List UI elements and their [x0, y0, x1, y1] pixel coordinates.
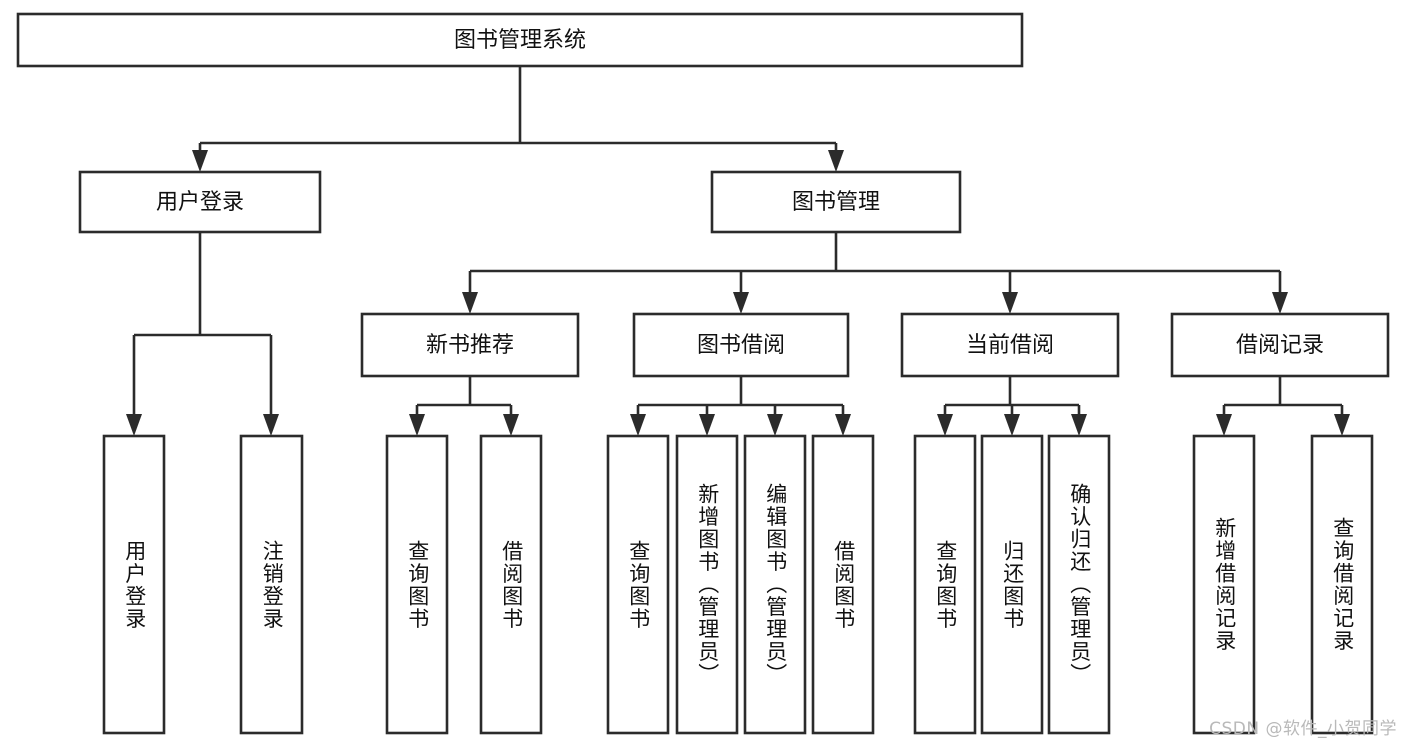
- leaf-node-query-borrow-record-box[interactable]: [1310, 434, 1374, 735]
- level2-node-book-manage-box[interactable]: [710, 170, 962, 234]
- arrow-head-icon: [937, 414, 953, 436]
- connector-current-to-leaves: [943, 376, 1081, 416]
- level3-node-current-borrow-box[interactable]: [900, 312, 1120, 378]
- arrow-head-icon: [1002, 292, 1018, 314]
- connector-root-to-level2: [198, 66, 838, 152]
- arrow-head-icon: [462, 292, 478, 314]
- leaf-node-query-book-borrow-box[interactable]: [606, 434, 670, 735]
- node-box-layer: [16, 12, 1390, 735]
- connector-record-to-leaves: [1222, 376, 1344, 416]
- arrow-head-icon: [1071, 414, 1087, 436]
- level3-node-borrow-record-label: 借阅记录: [1236, 333, 1324, 358]
- arrow-head-icon: [409, 414, 425, 436]
- connector-bookmanage-to-level3: [468, 232, 1282, 294]
- leaf-node-edit-book-admin-box[interactable]: [743, 434, 807, 735]
- connector-recommend-to-leaves: [415, 376, 513, 416]
- arrow-head-icon: [263, 414, 279, 436]
- leaf-node-logout-leaf-box[interactable]: [239, 434, 304, 735]
- leaf-node-query-book-current-box[interactable]: [913, 434, 977, 735]
- arrow-head-icon: [1216, 414, 1232, 436]
- level3-node-new-book-recommend-box[interactable]: [360, 312, 580, 378]
- level3-node-book-borrow-label: 图书借阅: [697, 333, 785, 358]
- arrow-head-icon: [835, 414, 851, 436]
- level3-node-current-borrow-label: 当前借阅: [966, 333, 1054, 358]
- connector-userlogin-to-leaves: [132, 232, 273, 416]
- leaf-node-user-login-leaf-box[interactable]: [102, 434, 166, 735]
- leaf-node-borrow-book-recommend-box[interactable]: [479, 434, 543, 735]
- arrow-head-icon: [1272, 292, 1288, 314]
- arrow-head-icon: [503, 414, 519, 436]
- arrow-head-icon: [828, 150, 844, 172]
- root-node-root-label: 图书管理系统: [454, 28, 586, 53]
- connector-layer: [126, 66, 1350, 436]
- level3-node-borrow-record-box[interactable]: [1170, 312, 1390, 378]
- level3-node-new-book-recommend-label: 新书推荐: [426, 333, 514, 358]
- arrow-head-icon: [192, 150, 208, 172]
- level2-node-book-manage-label: 图书管理: [792, 190, 880, 215]
- arrow-head-icon: [767, 414, 783, 436]
- root-node-root-box[interactable]: [16, 12, 1024, 68]
- watermark: CSDN @软件_小贺同学: [1209, 719, 1397, 739]
- level3-node-book-borrow-box[interactable]: [632, 312, 850, 378]
- level2-node-user-login-label: 用户登录: [156, 190, 244, 215]
- leaf-node-borrow-book-box[interactable]: [811, 434, 875, 735]
- leaf-node-add-book-admin-box[interactable]: [675, 434, 739, 735]
- arrow-head-icon: [126, 414, 142, 436]
- leaf-node-add-borrow-record-box[interactable]: [1192, 434, 1256, 735]
- connector-borrow-to-leaves: [636, 376, 845, 416]
- arrow-head-icon: [1004, 414, 1020, 436]
- arrow-head-icon: [1334, 414, 1350, 436]
- level2-node-user-login-box[interactable]: [78, 170, 322, 234]
- arrow-head-icon: [699, 414, 715, 436]
- arrow-head-icon: [630, 414, 646, 436]
- arrow-head-icon: [733, 292, 749, 314]
- leaf-node-query-book-recommend-box[interactable]: [385, 434, 449, 735]
- leaf-node-return-book-box[interactable]: [980, 434, 1044, 735]
- leaf-node-confirm-return-admin-box[interactable]: [1047, 434, 1111, 735]
